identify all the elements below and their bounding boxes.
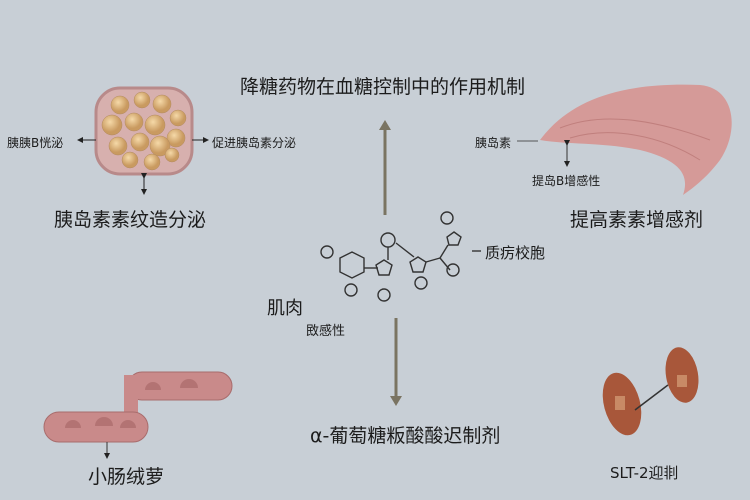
pancreas-islet-image — [77, 86, 209, 195]
kidney-caption: SLT-2迎剕 — [610, 464, 679, 482]
muscle-caption: 提高素素增感剂 — [570, 209, 704, 231]
sensitivity-label: 敃感性 — [306, 324, 346, 339]
muscle-molecule-label: 肌肉 — [267, 298, 303, 319]
alpha-glucosidase-caption: α-葡萄糖粄酸酸迟制剂 — [310, 425, 501, 447]
kidney-image — [602, 347, 699, 436]
fat-cell-label: 质疠校胞 — [485, 244, 546, 262]
molecule-structure-image — [320, 211, 481, 302]
pancreas-left-label: 胰胰B恍泌 — [7, 136, 64, 150]
muscle-label: 胰岛素 — [475, 136, 512, 150]
center-arrows — [379, 120, 402, 406]
intestine-caption: 小肠绒萝 — [88, 466, 165, 488]
pancreas-right-label: 促进胰岛素分泌 — [212, 136, 297, 150]
muscle-sub-label: 提岛B增感性 — [532, 174, 601, 188]
page-title: 降糖药物在血糖控制中的作用机制 — [240, 76, 526, 98]
pancreas-caption: 胰岛素素纹造分泌 — [54, 209, 207, 231]
small-intestine-image — [43, 371, 233, 459]
muscle-tissue-image — [517, 84, 732, 195]
